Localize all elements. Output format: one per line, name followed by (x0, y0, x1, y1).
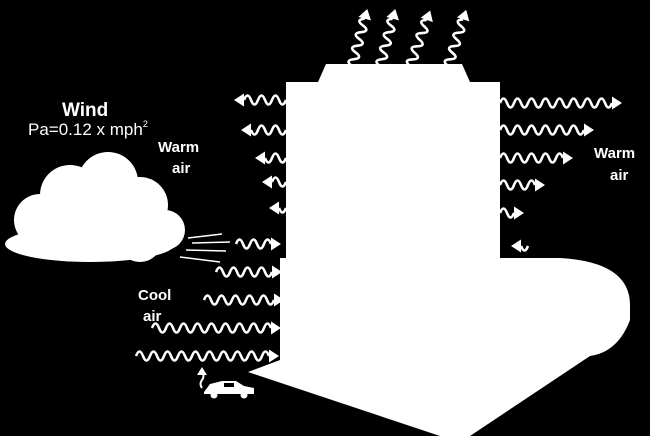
car-icon-small (498, 392, 518, 401)
wavy-arrow-icon (234, 237, 281, 251)
wavy-arrow-icon (375, 9, 399, 68)
wavy-arrow-icon (202, 293, 284, 307)
wavy-arrows (134, 9, 622, 363)
wavy-arrow-icon (443, 9, 470, 68)
wavy-arrow-icon (234, 93, 288, 107)
wavy-arrow-icon (498, 123, 594, 137)
wavy-arrow-icon (498, 96, 622, 110)
cool-air-label-line1: Cool (138, 287, 172, 304)
wavy-arrow-icon (255, 151, 288, 165)
wind-title: Wind (62, 100, 109, 121)
wavy-arrow-icon (498, 178, 545, 192)
car-icon (204, 381, 254, 399)
warm-air-right-label-line1: Warm (594, 145, 636, 162)
cloud-icon (5, 152, 185, 262)
warm-air-left-label-line2: air (172, 160, 191, 177)
warm-air-left-label-line1: Warm (158, 139, 200, 156)
wavy-arrow-icon (405, 10, 433, 67)
roof-mechanical (318, 64, 470, 82)
car-exhaust-icon (197, 367, 207, 389)
wavy-arrow-icon (134, 349, 279, 363)
wavy-arrow-icon (511, 239, 530, 253)
cool-air-label-line2: air (143, 308, 162, 325)
wavy-arrow-icon (498, 151, 573, 165)
wind-formula: Pa=0.12 x mph2 (28, 119, 148, 139)
building (248, 64, 630, 436)
wavy-arrow-icon (214, 265, 282, 279)
warm-air-right-label-line2: air (610, 167, 629, 184)
wavy-arrow-icon (241, 123, 288, 137)
wavy-arrow-icon (150, 321, 281, 335)
building-podium (248, 258, 630, 436)
wind-formula-exponent: 2 (142, 119, 148, 129)
wavy-arrow-icon (262, 175, 288, 189)
wavy-arrow-icon (269, 201, 288, 215)
wind-formula-main: Pa=0.12 x mph (28, 120, 143, 139)
wind-streaks (179, 233, 231, 263)
wavy-arrow-icon (498, 206, 524, 220)
wavy-arrow-icon (347, 9, 371, 68)
